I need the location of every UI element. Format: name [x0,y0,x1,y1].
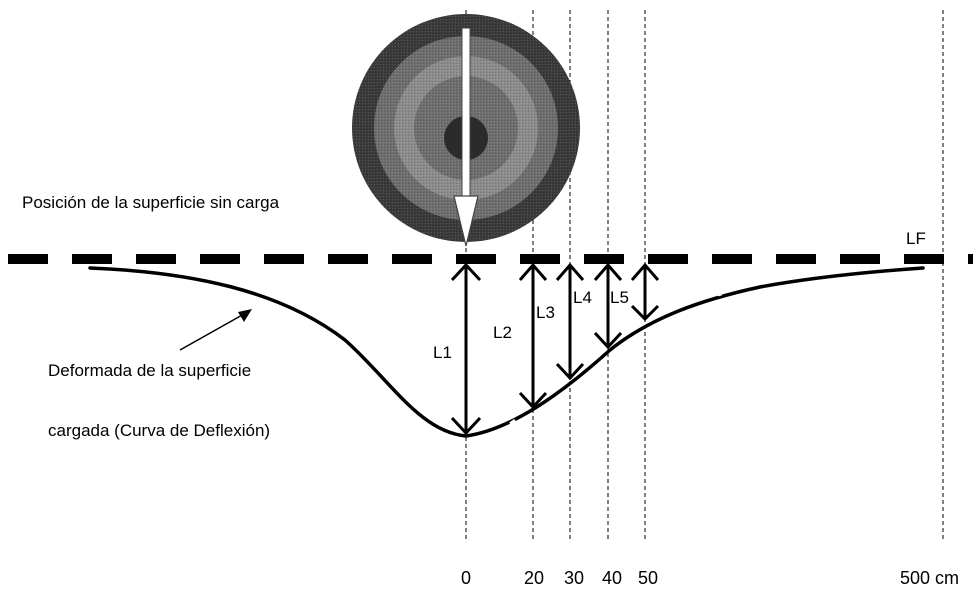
deflection-curve [88,266,925,438]
deflection-label-l2: L2 [493,323,512,342]
deflection-arrow-l3 [555,262,585,381]
deflection-arrow-l1 [450,262,482,436]
deflection-label-l3: L3 [536,303,555,322]
distance-label-40: 40 [602,568,622,588]
deflection-label-l1: L1 [433,343,452,362]
deflection-arrow-l5 [630,262,660,322]
deflection-arrow-l2 [518,262,548,410]
deflection-arrows [450,262,660,436]
distance-label-500: 500 cm [900,568,959,588]
deformed-surface-label-line2: cargada (Curva de Deflexión) [48,421,270,440]
load-arrow-icon [453,27,479,247]
distance-label-0: 0 [461,568,471,588]
curve-pointer-arrow [179,309,252,351]
lf-label: LF [906,229,926,248]
deflection-label-l5: L5 [610,288,629,307]
unloaded-surface-label: Posición de la superficie sin carga [22,193,280,212]
distance-label-30: 30 [564,568,584,588]
deflection-label-l4: L4 [573,288,592,307]
distance-label-20: 20 [524,568,544,588]
deformed-surface-label-line1: Deformada de la superficie [48,361,251,380]
reference-lines [465,10,944,540]
distance-label-50: 50 [638,568,658,588]
deflection-arrow-l4 [593,262,623,350]
